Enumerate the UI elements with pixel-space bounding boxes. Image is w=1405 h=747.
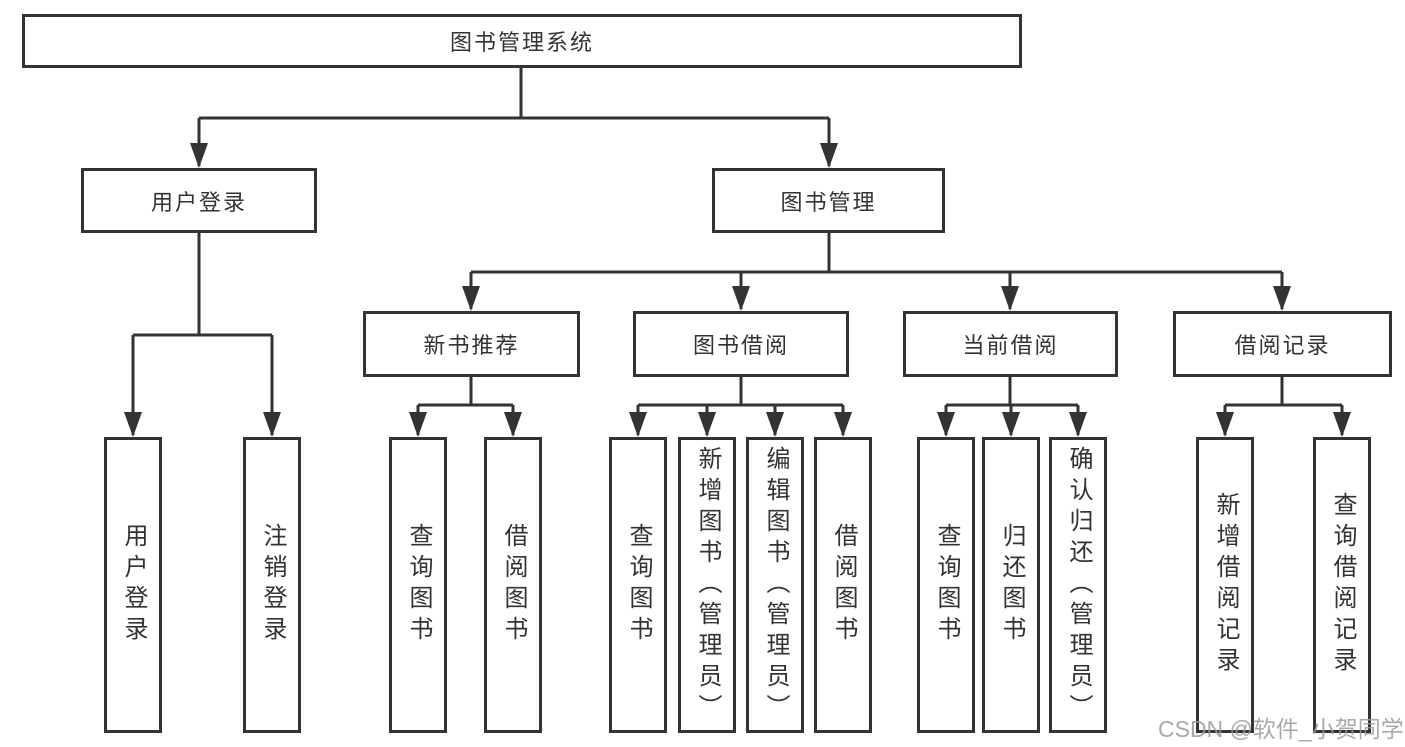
node-label: 新增借阅记录	[1212, 492, 1239, 678]
node-label: 新书推荐	[423, 333, 520, 358]
leaf-borrow-books-recommend: 借阅图书	[484, 437, 542, 733]
node-label: 新增图书（管理员）	[694, 445, 721, 725]
leaf-query-books-current: 查询图书	[917, 437, 975, 733]
node-label: 确认归还（管理员）	[1065, 445, 1092, 725]
node-label: 查询借阅记录	[1329, 492, 1356, 678]
leaf-add-books-admin: 新增图书（管理员）	[678, 437, 736, 733]
node-label: 图书管理系统	[449, 30, 594, 55]
node-label: 查询图书	[933, 523, 960, 647]
arrowhead-group	[124, 143, 1351, 437]
leaf-logout: 注销登录	[243, 437, 301, 733]
leaf-return-books: 归还图书	[982, 437, 1040, 733]
node-label: 图书借阅	[692, 333, 789, 358]
node-label: 归还图书	[998, 523, 1025, 647]
node-user-login: 用户登录	[81, 168, 317, 233]
leaf-edit-books-admin: 编辑图书（管理员）	[746, 437, 804, 733]
leaf-query-books-borrow: 查询图书	[609, 437, 667, 733]
node-borrowing-records: 借阅记录	[1173, 311, 1392, 377]
node-label: 用户登录	[150, 189, 247, 215]
node-book-management: 图书管理	[712, 168, 945, 233]
leaf-query-books-recommend: 查询图书	[389, 437, 447, 733]
node-label: 借阅记录	[1234, 333, 1331, 358]
node-label: 借阅图书	[500, 523, 527, 647]
leaf-add-borrow-record: 新增借阅记录	[1196, 437, 1254, 733]
node-label: 注销登录	[259, 523, 286, 647]
node-library-management-system: 图书管理系统	[22, 14, 1022, 68]
node-label: 借阅图书	[830, 523, 857, 647]
leaf-user-login: 用户登录	[104, 437, 162, 733]
node-label: 查询图书	[625, 523, 652, 647]
node-new-book-recommendation: 新书推荐	[363, 311, 580, 377]
node-label: 查询图书	[405, 523, 432, 647]
node-label: 当前借阅	[962, 333, 1059, 358]
node-label: 编辑图书（管理员）	[762, 445, 789, 725]
csdn-watermark: CSDN @软件_小贺同学	[1158, 716, 1404, 742]
node-label: 图书管理	[780, 189, 877, 215]
node-label: 用户登录	[120, 523, 147, 647]
leaf-query-borrow-record: 查询借阅记录	[1313, 437, 1371, 733]
leaf-borrow-books: 借阅图书	[814, 437, 872, 733]
node-current-borrowing: 当前借阅	[903, 311, 1118, 377]
node-book-borrowing: 图书借阅	[633, 311, 849, 377]
leaf-confirm-return-admin: 确认归还（管理员）	[1049, 437, 1107, 733]
